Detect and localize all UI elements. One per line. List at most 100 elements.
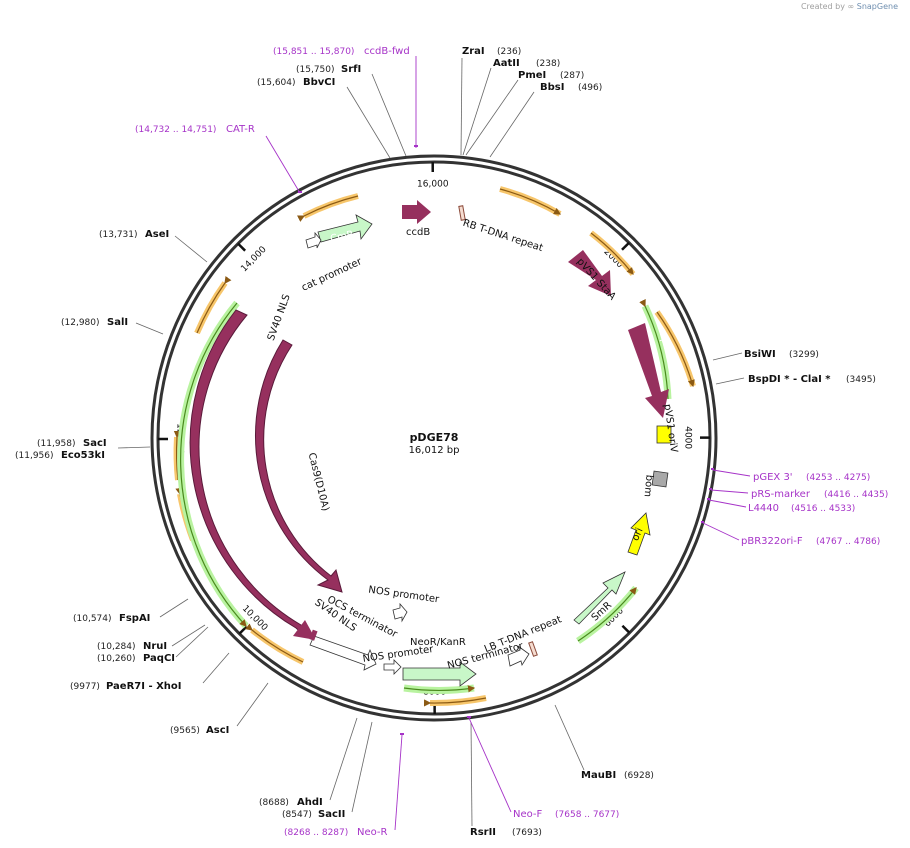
- primer-pbr322ori-f: pBR322ori-F: [741, 536, 803, 547]
- label-rb-repeat: RB T-DNA repeat: [461, 218, 544, 254]
- site-pmei-pos: (287): [560, 71, 584, 81]
- site-paqci: PaqCI: [143, 653, 175, 664]
- label-cat-promoter: cat promoter: [300, 256, 364, 294]
- feature-cas9: [189, 309, 316, 640]
- site-nrui-pos: (10,284): [97, 642, 136, 652]
- primer-ccdb-fwd-range: (15,851 .. 15,870): [273, 47, 354, 57]
- primer-neo-r-range: (8268 .. 8287): [284, 828, 348, 838]
- site-bsiwi: BsiWI: [744, 349, 776, 360]
- label-cas9-d10a: Cas9(D10A): [306, 452, 331, 513]
- site-sali-pos: (12,980): [61, 318, 100, 328]
- site-aatii: AatII: [493, 58, 520, 69]
- feature-smr: [573, 571, 626, 625]
- label-ori: ori: [630, 526, 645, 542]
- label-ccdb: ccdB: [406, 227, 430, 238]
- site-rsrii: RsrII: [470, 827, 496, 838]
- site-fspai: FspAI: [119, 613, 150, 624]
- site-sali: SalI: [107, 317, 128, 328]
- site-saci: SacI: [83, 438, 107, 449]
- feature-nos-promoter-2: [383, 659, 402, 675]
- site-zrai-pos: (236): [497, 47, 521, 57]
- site-ahdi-pos: (8688): [259, 798, 289, 808]
- feature-pvs1-staa: [568, 250, 611, 296]
- site-clai-pos: (3495): [846, 375, 876, 385]
- site-xhoi: PaeR7I - XhoI: [106, 681, 182, 692]
- credit-prefix: Created by: [800, 2, 845, 11]
- site-maubi-pos: (6928): [624, 771, 654, 781]
- site-bsiwi-pos: (3299): [789, 350, 819, 360]
- feature-rb-repeat-box: [458, 205, 466, 221]
- primer-l4440: L4440: [748, 503, 779, 514]
- tick-mark: [621, 624, 631, 634]
- label-bom: bom: [642, 474, 655, 497]
- site-nrui: NruI: [143, 641, 167, 652]
- primer-neo-r: Neo-R: [357, 827, 388, 838]
- tick-mark: [621, 241, 630, 251]
- feature-ccdb-arrow: [402, 200, 431, 224]
- label-nos-promoter-1: NOS promoter: [368, 585, 441, 606]
- label-nos-promoter-2: NOS promoter: [362, 644, 435, 665]
- primer-leaders: [265, 56, 751, 831]
- feature-pvs1-repa: [628, 323, 669, 418]
- site-eco53ki-pos: (11,956): [15, 451, 54, 461]
- site-bbsi-pos: (496): [578, 83, 602, 93]
- tick-label: 4000: [682, 426, 692, 449]
- orf-green-arcs: [177, 299, 672, 694]
- site-rsrii-pos: (7693): [512, 828, 542, 838]
- created-by-credit: Created by ∞ SnapGene: [801, 2, 898, 11]
- site-saci-pos: (11,958): [37, 439, 76, 449]
- primer-labels: (15,851 .. 15,870) ccdB-fwd (14,732 .. 1…: [135, 46, 888, 838]
- feature-neor-kanr: [402, 661, 477, 687]
- site-fspai-pos: (10,574): [73, 614, 112, 624]
- feature-pvs1-oriv: [656, 425, 672, 444]
- snapgene-logo-icon: ∞: [847, 2, 855, 11]
- site-srfi-pos: (15,750): [296, 65, 335, 75]
- site-srfi: SrfI: [341, 64, 361, 75]
- site-bbvci-pos: (15,604): [257, 78, 296, 88]
- primer-pbr322ori-f-range: (4767 .. 4786): [816, 537, 880, 547]
- label-cas9: Cas9: [218, 480, 233, 506]
- feature-cmr: [317, 214, 373, 243]
- tick-mark: [237, 242, 247, 252]
- site-clai: BspDI * - ClaI *: [748, 374, 831, 385]
- primer-neo-f-range: (7658 .. 7677): [555, 810, 619, 820]
- orf-arcs: [173, 186, 696, 707]
- feature-bom: [651, 470, 669, 488]
- site-pmei: PmeI: [518, 70, 546, 81]
- site-eco53ki: Eco53kI: [61, 450, 105, 461]
- feature-cas9-d10a: [255, 339, 343, 593]
- primer-ccdb-fwd: ccdB-fwd: [364, 46, 410, 57]
- plasmid-name: pDGE78: [410, 431, 459, 444]
- site-leaders: [117, 57, 745, 827]
- site-maubi: MauBI: [581, 770, 616, 781]
- site-ahdi: AhdI: [297, 797, 323, 808]
- primer-cat-r-range: (14,732 .. 14,751): [135, 125, 216, 135]
- label-neor-kanr: NeoR/KanR: [410, 637, 466, 648]
- primer-prs-marker: pRS-marker: [751, 489, 811, 500]
- site-bbvci: BbvCI: [303, 77, 335, 88]
- site-asci: AscI: [206, 725, 229, 736]
- site-sacii: SacII: [318, 809, 345, 820]
- label-sv40-nls-1: SV40 NLS: [266, 293, 293, 342]
- primer-pgex3-range: (4253 .. 4275): [806, 473, 870, 483]
- site-xhoi-pos: (9977): [70, 682, 100, 692]
- site-aatii-pos: (238): [536, 59, 560, 69]
- feature-nos-terminator: [507, 645, 530, 667]
- site-asei-pos: (13,731): [99, 230, 138, 240]
- site-bbsi: BbsI: [540, 82, 564, 93]
- feature-ocs-terminator: [309, 635, 377, 671]
- feature-cat-promoter: [305, 231, 322, 249]
- feature-nos-promoter-1: [392, 602, 408, 623]
- tick-label: 16,000: [417, 179, 449, 189]
- primer-l4440-range: (4516 .. 4533): [791, 504, 855, 514]
- feature-ori: [627, 512, 651, 556]
- primer-pgex3: pGEX 3': [753, 472, 793, 483]
- site-asei: AseI: [145, 229, 169, 240]
- feature-lb-repeat-box: [528, 641, 538, 657]
- site-zrai: ZraI: [462, 46, 485, 57]
- primer-neo-f: Neo-F: [513, 809, 543, 820]
- primer-marks: [298, 145, 714, 735]
- site-sacii-pos: (8547): [282, 810, 312, 820]
- label-cmr: CmR: [329, 229, 354, 245]
